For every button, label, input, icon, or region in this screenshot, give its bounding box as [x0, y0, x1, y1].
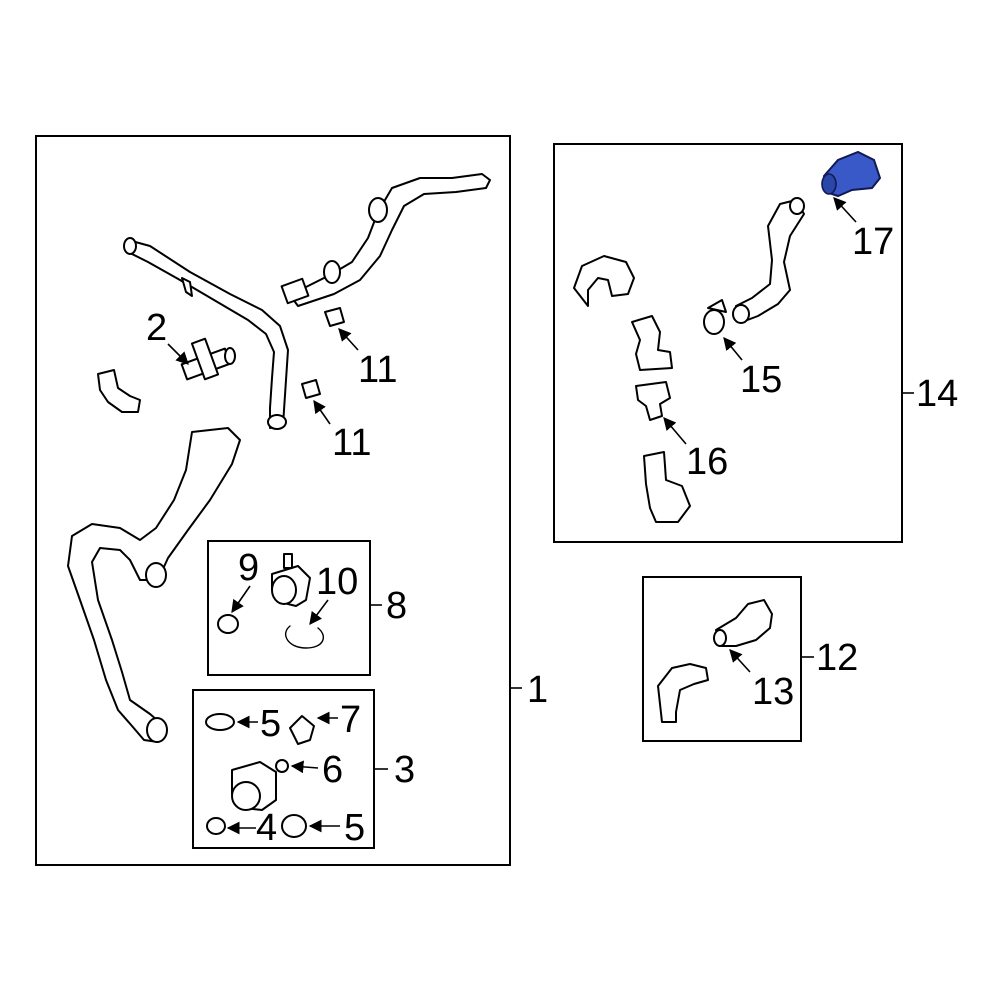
callout-3: 3: [394, 749, 415, 791]
callout-1: 1: [527, 669, 548, 711]
leader-17: [833, 197, 857, 223]
lower-hose-piece[interactable]: [643, 451, 691, 523]
part-10-snap-ring[interactable]: [285, 625, 325, 649]
callout-8: 8: [386, 585, 407, 627]
callout-5-upper: 5: [260, 703, 281, 745]
leader-11-lower: [313, 399, 331, 425]
part-2-t-connector[interactable]: [180, 337, 236, 381]
leader-2: [167, 343, 189, 365]
callout-11-lower: 11: [332, 422, 371, 464]
part-3-coolant-flange[interactable]: [231, 761, 277, 811]
leader-16: [663, 417, 687, 445]
part-5-o-ring-upper[interactable]: [205, 713, 235, 731]
callout-2: 2: [146, 307, 167, 349]
part-14-hose[interactable]: [732, 197, 805, 324]
part-9-o-ring[interactable]: [217, 614, 239, 634]
callout-7: 7: [340, 699, 361, 741]
leader-13: [729, 649, 751, 673]
part-4-o-ring[interactable]: [206, 817, 226, 835]
callout-4: 4: [256, 807, 277, 849]
part-16-connector[interactable]: [635, 381, 671, 421]
leader-6: [290, 760, 319, 774]
thermostat-outlet-fitting[interactable]: [631, 315, 673, 371]
upper-bypass-pipe[interactable]: [123, 237, 289, 430]
part-8-thermostat-housing[interactable]: [271, 553, 311, 607]
leader-9: [231, 585, 251, 614]
part-5-o-ring-lower[interactable]: [281, 814, 307, 838]
callout-13: 13: [752, 671, 794, 713]
callout-15: 15: [740, 359, 782, 401]
leader-11-upper: [338, 328, 359, 351]
part-17-cap[interactable]: [821, 150, 882, 198]
upper-coolant-pipe[interactable]: [280, 173, 491, 307]
part-13-quick-connector[interactable]: [713, 599, 773, 647]
group-box-12: [642, 576, 802, 742]
part-6-seal[interactable]: [275, 759, 289, 773]
part-7-sensor[interactable]: [289, 715, 315, 745]
part-15-clamp[interactable]: [703, 299, 727, 335]
callout-12: 12: [816, 637, 858, 679]
callout-17: 17: [852, 221, 894, 263]
callout-9: 9: [238, 547, 259, 589]
callout-5-lower: 5: [344, 807, 365, 849]
lower-radiator-hose[interactable]: [67, 427, 241, 743]
leader-15: [723, 337, 743, 361]
callout-10: 10: [316, 561, 358, 603]
part-11-clamp-upper[interactable]: [324, 307, 345, 327]
upper-hose-bend[interactable]: [573, 255, 635, 307]
callout-14: 14: [916, 373, 958, 415]
callout-11-upper: 11: [358, 349, 397, 391]
part-11-clamp-lower[interactable]: [301, 379, 321, 399]
part-12-hose[interactable]: [657, 663, 709, 723]
callout-6: 6: [322, 749, 343, 791]
small-elbow-hose[interactable]: [97, 369, 141, 413]
callout-16: 16: [686, 441, 728, 483]
leader-10: [309, 599, 329, 626]
group-box-14: [553, 143, 903, 543]
group-box-1: [35, 135, 511, 866]
group-box-8: [207, 540, 371, 676]
